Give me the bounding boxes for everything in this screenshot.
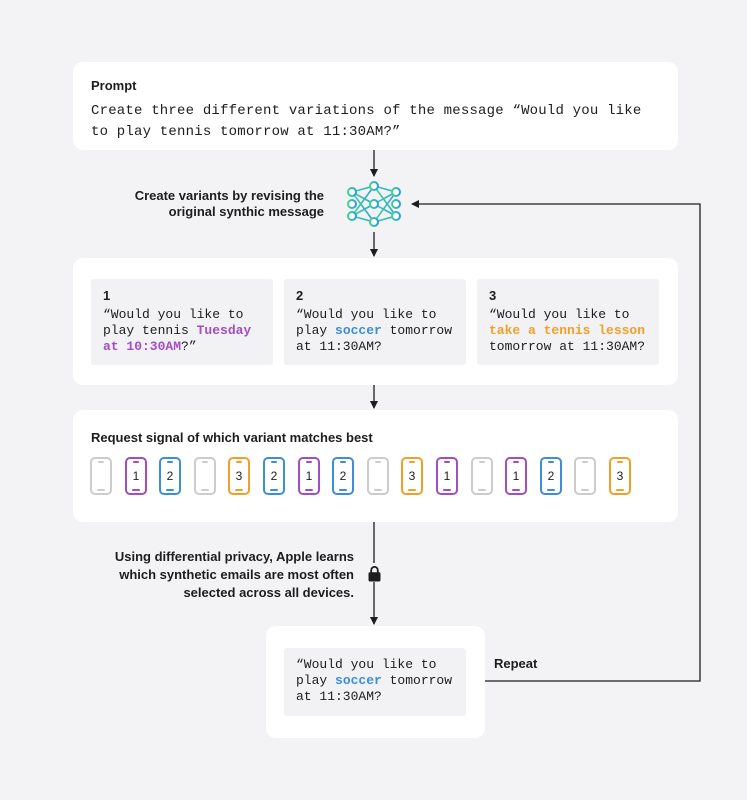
differential-privacy-caption: Using differential privacy, Apple learns… bbox=[114, 549, 354, 600]
device-home-bar bbox=[270, 489, 278, 491]
device-notch bbox=[513, 461, 519, 463]
variant-number: 3 bbox=[489, 288, 497, 303]
repeat-label: Repeat bbox=[494, 656, 538, 671]
device-6: 2 bbox=[263, 457, 285, 495]
device-notch bbox=[236, 461, 242, 463]
device-home-bar bbox=[374, 489, 382, 491]
variant-text-after: tomorrow at 11:30AM? bbox=[296, 323, 453, 354]
device-row: 1 2 3 2 1 2 3 1 1 2 3 bbox=[90, 457, 650, 501]
device-variant-number: 1 bbox=[443, 469, 451, 483]
device-notch bbox=[167, 461, 173, 463]
device-notch bbox=[409, 461, 415, 463]
device-notch bbox=[271, 461, 277, 463]
device-3: 2 bbox=[159, 457, 181, 495]
device-7: 1 bbox=[298, 457, 320, 495]
variant-number: 2 bbox=[296, 288, 304, 303]
device-9 bbox=[367, 457, 389, 495]
device-notch bbox=[306, 461, 312, 463]
variant-text-before: “Would you like to bbox=[489, 307, 630, 322]
variant-text-after: ?” bbox=[181, 339, 197, 354]
variant-number: 1 bbox=[103, 288, 111, 303]
signal-title: Request signal of which variant matches … bbox=[91, 430, 373, 445]
device-notch bbox=[98, 461, 104, 463]
variant-highlight: Tuesday at 10:30AM bbox=[103, 323, 252, 354]
device-notch bbox=[444, 461, 450, 463]
result-text-before: “Would you like to play bbox=[296, 657, 437, 688]
device-home-bar bbox=[581, 489, 589, 491]
device-10: 3 bbox=[401, 457, 423, 495]
device-variant-number: 2 bbox=[339, 469, 347, 483]
selected-result: “Would you like to play soccer tomorrow … bbox=[284, 648, 466, 716]
device-variant-number: 2 bbox=[166, 469, 174, 483]
device-home-bar bbox=[547, 489, 555, 491]
device-variant-number: 1 bbox=[512, 469, 520, 483]
device-notch bbox=[582, 461, 588, 463]
signal-card: Request signal of which variant matches … bbox=[73, 410, 678, 522]
result-text-after: tomorrow at 11:30AM? bbox=[296, 673, 453, 704]
result-highlight: soccer bbox=[335, 673, 382, 688]
result-text: “Would you like to play soccer tomorrow … bbox=[296, 657, 454, 705]
device-variant-number: 1 bbox=[132, 469, 140, 483]
device-notch bbox=[133, 461, 139, 463]
variant-2: 2 “Would you like to play soccer tomorro… bbox=[284, 279, 466, 365]
device-home-bar bbox=[478, 489, 486, 491]
neural-network-icon bbox=[347, 181, 401, 227]
device-1 bbox=[90, 457, 112, 495]
device-notch bbox=[479, 461, 485, 463]
device-variant-number: 2 bbox=[270, 469, 278, 483]
device-notch bbox=[375, 461, 381, 463]
device-12 bbox=[471, 457, 493, 495]
variant-3: 3 “Would you like to take a tennis lesso… bbox=[477, 279, 659, 365]
device-notch bbox=[340, 461, 346, 463]
device-variant-number: 1 bbox=[305, 469, 313, 483]
device-14: 2 bbox=[540, 457, 562, 495]
variant-text-after: tomorrow at 11:30AM? bbox=[489, 339, 646, 354]
device-4 bbox=[194, 457, 216, 495]
device-home-bar bbox=[97, 489, 105, 491]
device-15 bbox=[574, 457, 596, 495]
device-home-bar bbox=[132, 489, 140, 491]
device-variant-number: 3 bbox=[235, 469, 243, 483]
device-variant-number: 3 bbox=[408, 469, 416, 483]
variant-text: “Would you like to play soccer tomorrow … bbox=[296, 307, 454, 355]
device-16: 3 bbox=[609, 457, 631, 495]
variant-highlight: soccer bbox=[335, 323, 382, 338]
device-variant-number: 3 bbox=[616, 469, 624, 483]
device-home-bar bbox=[512, 489, 520, 491]
device-home-bar bbox=[235, 489, 243, 491]
device-home-bar bbox=[166, 489, 174, 491]
variant-text: “Would you like to play tennis Tuesday a… bbox=[103, 307, 261, 355]
device-13: 1 bbox=[505, 457, 527, 495]
device-home-bar bbox=[305, 489, 313, 491]
revise-caption: Create variants by revising the original… bbox=[134, 188, 324, 219]
variants-card: 1 “Would you like to play tennis Tuesday… bbox=[73, 258, 678, 385]
variant-highlight: take a tennis lesson bbox=[489, 323, 646, 338]
device-home-bar bbox=[408, 489, 416, 491]
device-home-bar bbox=[616, 489, 624, 491]
prompt-card: Prompt Create three different variations… bbox=[73, 62, 678, 150]
device-2: 1 bbox=[125, 457, 147, 495]
device-home-bar bbox=[443, 489, 451, 491]
variant-text-before: “Would you like to play bbox=[296, 307, 437, 338]
device-5: 3 bbox=[228, 457, 250, 495]
device-notch bbox=[548, 461, 554, 463]
prompt-text: Create three different variations of the… bbox=[91, 103, 642, 140]
lock-icon bbox=[368, 566, 381, 582]
device-notch bbox=[202, 461, 208, 463]
device-notch bbox=[617, 461, 623, 463]
variant-1: 1 “Would you like to play tennis Tuesday… bbox=[91, 279, 273, 365]
device-variant-number: 2 bbox=[547, 469, 555, 483]
repeat-loop-line bbox=[411, 200, 701, 682]
device-home-bar bbox=[201, 489, 209, 491]
variant-text-before: “Would you like to play tennis bbox=[103, 307, 244, 338]
variant-text: “Would you like to take a tennis lesson … bbox=[489, 307, 647, 355]
device-home-bar bbox=[339, 489, 347, 491]
prompt-title: Prompt bbox=[91, 78, 137, 93]
device-8: 2 bbox=[332, 457, 354, 495]
device-11: 1 bbox=[436, 457, 458, 495]
selected-result-card: “Would you like to play soccer tomorrow … bbox=[266, 626, 485, 738]
